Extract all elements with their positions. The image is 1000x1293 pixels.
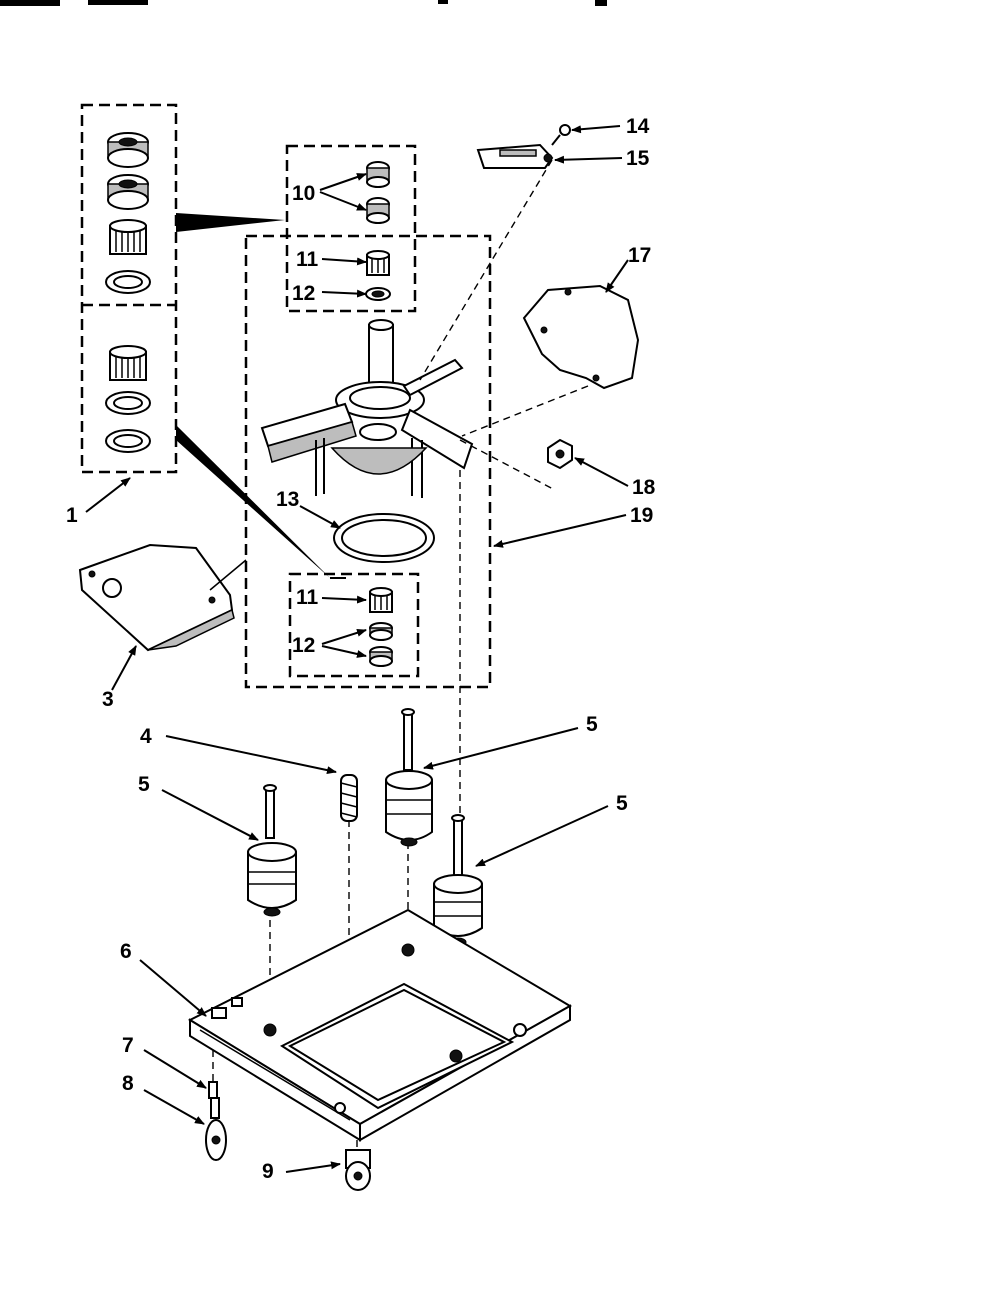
bearing-cone-icon-a	[107, 132, 149, 168]
bearing-cone-icon-b	[107, 174, 149, 210]
callout-12-lower: 12	[292, 634, 315, 657]
foot-pad-8	[205, 1097, 227, 1161]
roller-icon-11b	[369, 587, 393, 613]
bracket-15	[476, 143, 554, 169]
callout-11-upper: 11	[296, 248, 319, 271]
upper-bearing-subgroup	[285, 144, 417, 313]
caster-9	[345, 1149, 371, 1191]
washer-icon-12c	[369, 646, 393, 667]
callout-6: 6	[120, 940, 132, 963]
race-ring-icon-a	[105, 270, 151, 294]
leveling-foot-7	[208, 1081, 218, 1099]
roller-bearing-icon-a	[109, 219, 147, 255]
callout-13: 13	[276, 488, 299, 511]
callout-labels: 14 15 10 11 12 17 18 19 1 13 11 12 3 4 5…	[66, 115, 656, 1183]
roller-icon-11a	[366, 250, 390, 276]
damper-5-right	[433, 814, 483, 947]
spider-frame	[260, 358, 474, 498]
screw-14	[551, 124, 571, 146]
callout-10: 10	[292, 182, 315, 205]
callout-18: 18	[632, 476, 656, 499]
kit-wedge-leaders	[176, 213, 346, 579]
callout-8: 8	[122, 1072, 134, 1095]
cover-plate	[78, 543, 247, 652]
callout-4: 4	[140, 725, 152, 748]
callout-11-lower: 11	[296, 586, 319, 609]
washer-icon-12b	[369, 622, 393, 641]
callout-5-left: 5	[138, 773, 150, 796]
hex-nut-18	[547, 438, 573, 470]
top-edge-marks	[0, 0, 607, 6]
spring-4	[340, 774, 358, 822]
race-ring-icon-c	[105, 429, 151, 453]
callout-12-upper: 12	[292, 282, 315, 305]
bearing-kit-group	[80, 103, 178, 474]
cone-icon-10b	[366, 197, 390, 224]
damper-5-center	[385, 708, 433, 847]
gearcase-assembly-group	[244, 234, 492, 689]
callout-1: 1	[66, 504, 78, 527]
callout-14: 14	[626, 115, 650, 138]
damper-5-left	[247, 784, 297, 917]
callout-17: 17	[628, 244, 651, 267]
shield-17	[522, 284, 640, 390]
callout-15: 15	[626, 147, 650, 170]
callout-5-center: 5	[586, 713, 598, 736]
leader-lines	[85, 125, 629, 1173]
callout-7: 7	[122, 1034, 134, 1057]
callout-9: 9	[262, 1160, 274, 1183]
callout-5-right: 5	[616, 792, 628, 815]
washer-icon-12a	[365, 287, 391, 301]
base-frame-6	[187, 908, 573, 1142]
callout-19: 19	[630, 504, 653, 527]
callout-3: 3	[102, 688, 114, 711]
cone-icon-10a	[366, 161, 390, 188]
roller-bearing-icon-b	[109, 345, 147, 381]
race-ring-icon-b	[105, 391, 151, 415]
drive-belt-ring	[333, 513, 435, 563]
